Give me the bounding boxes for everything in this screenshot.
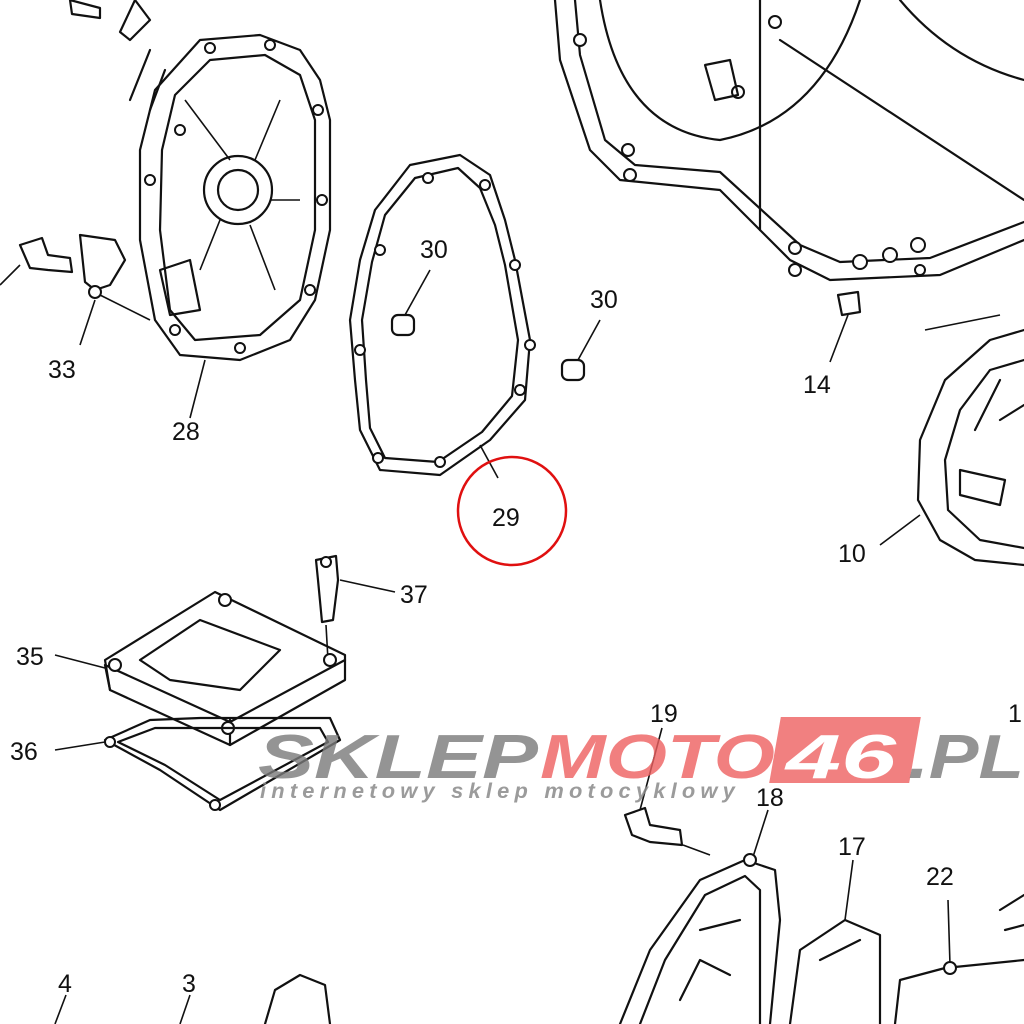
part-28-cover xyxy=(68,0,332,362)
label-29[interactable]: 29 xyxy=(492,504,520,532)
label-22[interactable]: 22 xyxy=(926,863,954,891)
label-35[interactable]: 35 xyxy=(16,643,44,671)
label-4[interactable]: 4 xyxy=(58,970,72,998)
label-18[interactable]: 18 xyxy=(756,784,784,812)
label-10[interactable]: 10 xyxy=(838,540,866,568)
bottom-right-parts xyxy=(618,727,1024,1024)
watermark-46: 46 xyxy=(783,723,897,792)
part-37-bolt xyxy=(314,554,396,661)
label-14[interactable]: 14 xyxy=(803,371,831,399)
label-30-b[interactable]: 30 xyxy=(590,286,618,314)
label-37[interactable]: 37 xyxy=(400,581,428,609)
label-30-a[interactable]: 30 xyxy=(420,236,448,264)
bottom-left-parts xyxy=(54,973,332,1024)
label-19[interactable]: 19 xyxy=(650,700,678,728)
watermark-red-box xyxy=(769,717,921,783)
watermark-pl: .PL xyxy=(908,723,1024,792)
label-33[interactable]: 33 xyxy=(48,356,76,384)
watermark-subtitle: internetowy sklep motocyklowy xyxy=(260,780,740,803)
part-36-gasket xyxy=(54,716,342,812)
part-10-cover xyxy=(879,314,1024,567)
label-28[interactable]: 28 xyxy=(172,418,200,446)
part-30-dowel-pins xyxy=(390,269,601,382)
watermark-sklep: SKLEP xyxy=(258,723,539,792)
part-35-cover xyxy=(54,590,347,747)
label-17[interactable]: 17 xyxy=(838,833,866,861)
crankcase-top-right xyxy=(553,0,1024,363)
label-36[interactable]: 36 xyxy=(10,738,38,766)
watermark-moto: MOTO xyxy=(540,723,775,792)
part-33-bolt xyxy=(0,233,206,419)
watermark: SKLEP MOTO 46 .PL internetowy sklep moto… xyxy=(258,717,1024,803)
highlight-circle xyxy=(456,455,568,567)
label-1[interactable]: 1 xyxy=(1008,700,1022,728)
label-3[interactable]: 3 xyxy=(182,970,196,998)
part-29-gasket xyxy=(348,153,536,479)
